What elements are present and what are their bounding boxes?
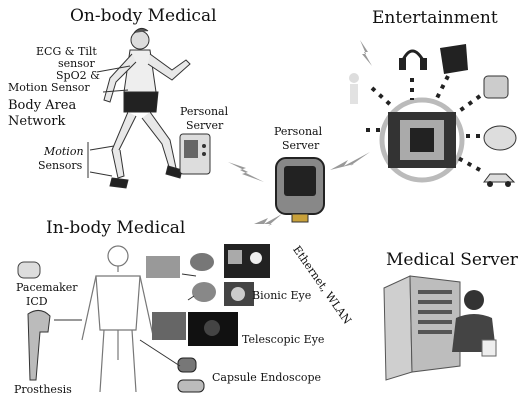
in-body-medical-title: In-body Medical xyxy=(46,218,185,238)
network-label: Network xyxy=(8,114,65,129)
on-body-medical-title: On-body Medical xyxy=(70,6,217,26)
runner-figure xyxy=(104,28,190,188)
prosthesis-label: Prosthesis xyxy=(14,384,72,396)
pacemaker-label: Pacemaker xyxy=(16,282,78,294)
on-body-personal-label: Personal xyxy=(180,106,228,118)
pacemaker-device xyxy=(18,262,40,278)
prosthesis-device xyxy=(28,310,82,380)
human-body-outline xyxy=(82,246,154,392)
motion-sensor-label: Motion Sensor xyxy=(8,82,90,94)
on-body-personal-server-device xyxy=(180,134,210,174)
bionic-eye-label: Bionic Eye xyxy=(252,290,311,302)
center-personal-server-device xyxy=(276,158,324,222)
entertainment-hub xyxy=(382,100,462,180)
medical-server-title: Medical Server xyxy=(386,250,518,270)
capsule-endoscope-label: Capsule Endoscope xyxy=(212,372,321,384)
medical-server-illustration xyxy=(384,276,496,380)
capsule-endoscope-device xyxy=(140,340,204,392)
on-body-server-label: Server xyxy=(186,120,223,132)
center-server-label: Server xyxy=(282,140,319,152)
body-area-label: Body Area xyxy=(8,98,76,113)
telescopic-eye-label: Telescopic Eye xyxy=(242,334,324,346)
motion-label: Motion xyxy=(44,146,84,158)
icd-label: ICD xyxy=(26,296,48,308)
sensors-label: Sensors xyxy=(38,160,82,172)
center-personal-label: Personal xyxy=(274,126,322,138)
entertainment-title: Entertainment xyxy=(372,8,498,28)
